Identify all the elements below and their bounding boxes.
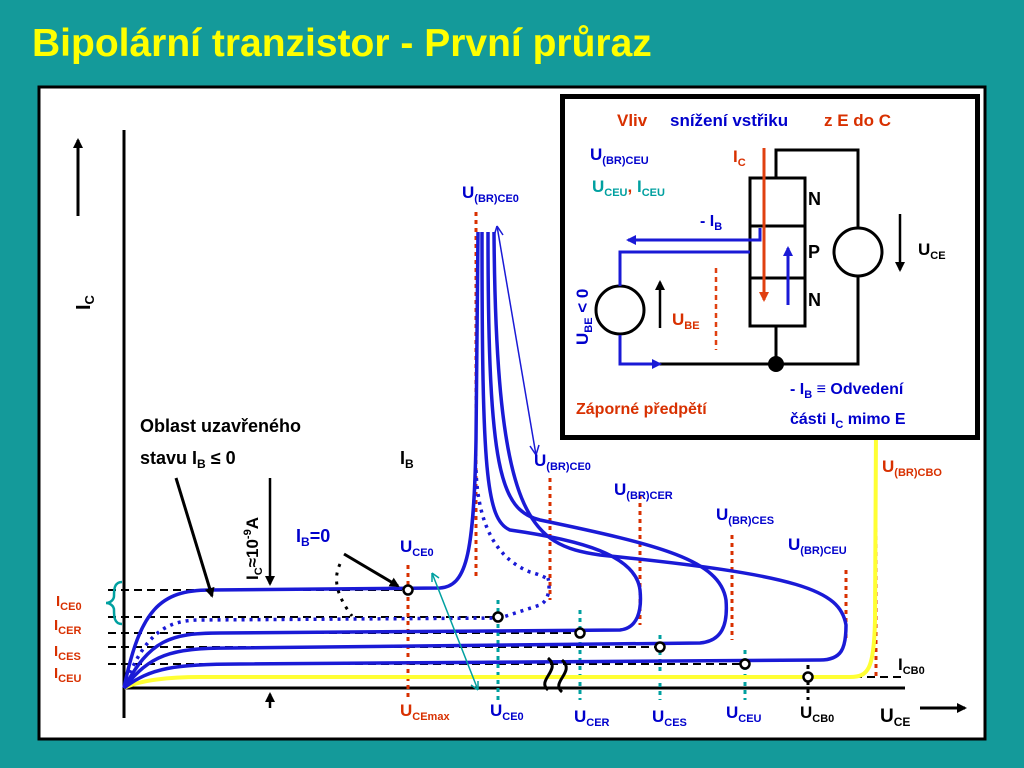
icex-label-1: ICE0 (56, 593, 82, 613)
cutoff-arrow (174, 477, 215, 598)
ib-zero-arrow (343, 552, 400, 588)
cutoff-label-line2: stavu IB ≤ 0 (140, 448, 236, 471)
curve-ces (122, 231, 729, 690)
inset-mib-label: - IB (700, 213, 722, 233)
ib-label: IB (400, 448, 414, 471)
y-axis-label: IC (73, 294, 97, 310)
ucer-label: UCER (574, 707, 610, 729)
ib-zero-label: IB=0 (296, 526, 330, 549)
uce0-mid-label: UCE0 (400, 537, 434, 559)
uce-source-icon (832, 226, 884, 278)
br-ce0-arrow (496, 225, 537, 456)
breakdown-labels: U(BR)CE0 U(BR)CE0 U(BR)CER U(BR)CES U(BR… (462, 183, 942, 557)
inset-panel: Vliv snížení vstřiku z E do C U(BR)CEU U… (560, 94, 980, 440)
curve-ceu (122, 231, 848, 690)
left-brace-icon (105, 580, 123, 626)
icb0-label: ICB0 (898, 655, 925, 677)
inset-uceu-label: UCEU, ICEU (592, 177, 665, 199)
br-label-cbo: U(BR)CBO (882, 457, 942, 479)
emitter-node (768, 356, 784, 372)
layer-n2: N (808, 290, 821, 310)
ib-flow-arrow (626, 228, 762, 245)
operating-points (402, 584, 814, 683)
ube-source-icon (594, 284, 646, 336)
left-current-labels: ICE0 ICER ICES ICEU (54, 593, 82, 685)
uceu-label: UCEU (726, 703, 762, 725)
inset-head-red1: Vliv (617, 111, 648, 130)
inset-neg-bias: Záporné předpětí (576, 401, 707, 418)
layer-n1: N (808, 189, 821, 209)
curve-ce0-dotted (474, 469, 550, 581)
inset-head-red2: z E do C (824, 111, 891, 130)
br-label-top: U(BR)CE0 (462, 183, 519, 205)
icex-label-4: ICEU (54, 665, 81, 685)
ic-cutoff-current-label: IC≈10-9A (242, 517, 265, 580)
inset-ube-label: UBE (672, 310, 700, 332)
inset-ube-vertical: UBE < 0 (573, 289, 595, 345)
icex-label-2: ICER (54, 617, 81, 637)
uce0-bottom-label: UCE0 (490, 701, 524, 723)
br-label-ces: U(BR)CES (716, 505, 774, 527)
inset-note2: části IC mimo E (790, 411, 906, 431)
bottom-voltage-labels: UCEmax UCE0 UCER UCES UCEU UCB0 (400, 701, 834, 729)
uce-max-label: UCEmax (400, 701, 450, 723)
br-label-ce0: U(BR)CE0 (534, 451, 591, 473)
characteristic-curves (122, 231, 848, 690)
inset-head-blue: snížení vstřiku (670, 111, 788, 130)
inset-ubr-label: U(BR)CEU (590, 145, 649, 167)
inset-uce-label: UCE (918, 240, 946, 262)
axis-break-icon (543, 656, 568, 694)
br-label-ceu: U(BR)CEU (788, 535, 847, 557)
transistor-body (748, 176, 807, 328)
inset-note1: - IB ≡ Odvedení (790, 381, 904, 401)
uces-label: UCES (652, 707, 687, 729)
ucb0-label: UCB0 (800, 703, 834, 725)
uce0-arrow (431, 572, 479, 691)
br-label-cer: U(BR)CER (614, 480, 673, 502)
x-axis-label: UCE (880, 706, 910, 729)
icb0-curve (123, 429, 878, 690)
cutoff-label-line1: Oblast uzavřeného (140, 416, 301, 436)
icex-label-3: ICES (54, 643, 81, 663)
inset-ic-label: IC (733, 147, 746, 169)
curve-ce0 (122, 231, 480, 689)
curve-cer (122, 231, 643, 689)
layer-p: P (808, 242, 820, 262)
page-title: Bipolární tranzistor - První průraz (32, 22, 652, 65)
